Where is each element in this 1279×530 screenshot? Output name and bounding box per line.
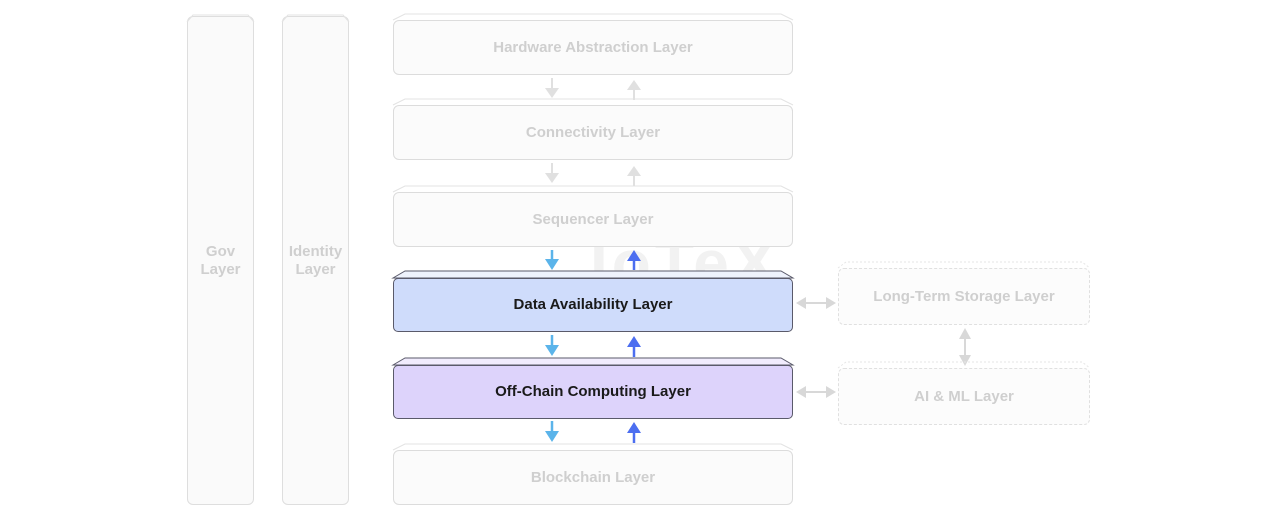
off-chain-cap bbox=[391, 357, 795, 366]
off-chain-computing-layer: Off-Chain Computing Layer bbox=[393, 365, 793, 419]
connectivity-label: Connectivity Layer bbox=[525, 123, 661, 141]
off-chain-computing-label: Off-Chain Computing Layer bbox=[495, 383, 691, 400]
data-availability-label: Data Availability Layer bbox=[513, 296, 673, 313]
sequencer-label: Sequencer Layer bbox=[532, 210, 654, 228]
data-availability-cap bbox=[391, 270, 795, 279]
layer-caps bbox=[186, 13, 794, 451]
gov-layer-column: Gov Layer bbox=[187, 16, 254, 505]
blockchain-label: Blockchain Layer bbox=[530, 468, 656, 486]
data-availability-layer: Data Availability Layer bbox=[393, 278, 793, 332]
offchain-to-blockchain-arrows bbox=[545, 421, 641, 443]
faded-arrows bbox=[545, 78, 641, 186]
hardware-abstraction-layer: Hardware Abstraction Layer bbox=[393, 20, 793, 75]
identity-layer-column: Identity Layer bbox=[282, 16, 349, 505]
sequencer-to-da-arrows bbox=[545, 250, 641, 270]
connectivity-layer: Connectivity Layer bbox=[393, 105, 793, 160]
long-term-storage-layer: Long-Term Storage Layer bbox=[838, 268, 1090, 325]
ai-ml-layer: AI & ML Layer bbox=[838, 368, 1090, 425]
side-layer-caps bbox=[837, 261, 1091, 369]
hardware-abstraction-label: Hardware Abstraction Layer bbox=[493, 38, 693, 56]
long-term-storage-label: Long-Term Storage Layer bbox=[873, 287, 1055, 305]
ai-ml-label: AI & ML Layer bbox=[914, 387, 1014, 405]
side-connectors bbox=[796, 297, 971, 398]
da-to-offchain-arrows bbox=[545, 335, 641, 357]
sequencer-layer: Sequencer Layer bbox=[393, 192, 793, 247]
blockchain-layer: Blockchain Layer bbox=[393, 450, 793, 505]
